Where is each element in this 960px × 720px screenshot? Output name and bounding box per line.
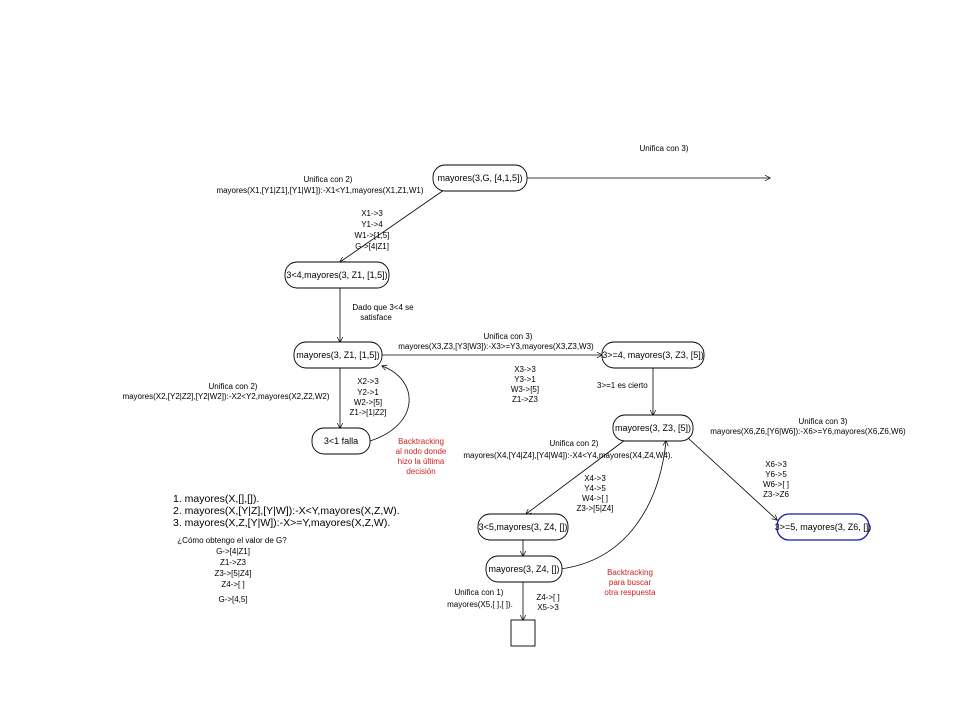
node-n6: mayores(3, Z4, []): [485, 555, 563, 583]
question-text: ¿Cómo obtengo el valor de G?: [177, 536, 287, 545]
node-n1: 3<4,mayores(3, Z1, [1,5]): [284, 261, 390, 289]
node-n2: mayores(3, Z1, [1,5]): [293, 341, 383, 369]
rule-line: 1. mayores(X,[],[]).: [173, 493, 259, 505]
bind3-line: X3->3: [514, 365, 536, 374]
node-n5: 3<5,mayores(3, Z4, []): [477, 513, 569, 541]
bind4-line: X4->3: [584, 474, 606, 483]
label-rule2-c: mayores(X2,[Y2|Z2],[Y2|W2]):-X2<Y2,mayor…: [122, 392, 329, 401]
rule-line: 3. mayores(X,Z,[Y|W]):-X>=Y,mayores(X,Z,…: [173, 517, 390, 529]
backtrack2-line: Backtracking: [607, 568, 653, 577]
derivation-steps: G->[4|Z1] Z1->Z3 Z3->[5|Z4] Z4->[ ] G->[…: [215, 547, 252, 604]
node-n4-label: mayores(3, Z3, [5]): [615, 423, 691, 433]
node-root: mayores(3,G, [4,1,5]): [432, 164, 528, 192]
label-dado-1: Dado que 3<4 se: [352, 303, 414, 312]
bind5-group: Z4->[ ] X5->3: [536, 593, 559, 612]
bind4-group: X4->3 Y4->5 W4->[ ] Z3->[5|Z4]: [577, 474, 614, 513]
label-unifica3-top: Unifica con 3): [640, 144, 689, 153]
node-n1-label: 3<4,mayores(3, Z1, [1,5]): [286, 270, 387, 280]
bind4-line: W4->[ ]: [582, 494, 608, 503]
node-n3-label: 3>=4, mayores(3, Z3, [5]): [602, 350, 704, 360]
derivation-line: Z4->[ ]: [221, 580, 244, 589]
backtrack2-line: otra respuesta: [604, 588, 656, 597]
bind3-line: Z1->Z3: [512, 395, 539, 404]
backtrack1-line: Backtracking: [398, 437, 444, 446]
label-unifica2-c: Unifica con 2): [209, 382, 258, 391]
bind1-line: X1->3: [361, 209, 383, 218]
bind1-line: G->[4|Z1]: [355, 242, 389, 251]
label-cierto: 3>=1 es cierto: [597, 381, 648, 390]
success-leaf-box: [510, 619, 536, 647]
bind3-line: W3->[5]: [511, 385, 539, 394]
bind5-line: X5->3: [537, 603, 559, 612]
backtrack2-line: para buscar: [609, 578, 652, 587]
derivation-line: G->[4,5]: [218, 595, 247, 604]
node-n7: 3>=5, mayores(3, Z6, []): [775, 513, 872, 541]
bind6-line: Y6->5: [765, 470, 787, 479]
label-rule2-a: mayores(X1,[Y1|Z1],[Y1|W1]):-X1<Y1,mayor…: [216, 186, 423, 195]
label-rule3-b: mayores(X3,Z3,[Y3|W3]):-X3>=Y3,mayores(X…: [398, 342, 594, 351]
bind3-group: X3->3 Y3->1 W3->[5] Z1->Z3: [511, 365, 539, 404]
node-n5-label: 3<5,mayores(3, Z4, []): [479, 522, 568, 532]
node-n7-label: 3>=5, mayores(3, Z6, []): [775, 522, 872, 532]
edge-n4-n5: [526, 439, 626, 514]
derivation-line: Z1->Z3: [220, 558, 247, 567]
bind6-line: X6->3: [765, 460, 787, 469]
label-unifica2-e: Unifica con 2): [550, 439, 599, 448]
node-n6-label: mayores(3, Z4, []): [488, 564, 559, 574]
backtrack1-group: Backtracking al nodo donde hizo la últim…: [396, 437, 447, 476]
label-rule3-d: mayores(X6,Z6,[Y6|W6]):-X6>=Y6,mayores(X…: [710, 427, 906, 436]
derivation-line: G->[4|Z1]: [216, 547, 250, 556]
node-n3: 3>=4, mayores(3, Z3, [5]): [601, 341, 705, 369]
bind2-line: Z1->[1|Z2]: [350, 408, 387, 417]
label-rule2-e: mayores(X4,[Y4|Z4],[Y4|W4]):-X4<Y4,mayor…: [463, 451, 672, 460]
backtrack1-line: decisión: [406, 467, 435, 476]
label-unifica3-d: Unifica con 3): [799, 417, 848, 426]
node-fail-label: 3<1 falla: [324, 436, 358, 446]
bind6-group: X6->3 Y6->5 W6->[ ] Z3->Z6: [763, 460, 790, 499]
derivation-line: Z3->[5|Z4]: [215, 569, 252, 578]
bind6-line: Z3->Z6: [763, 490, 790, 499]
node-n4: mayores(3, Z3, [5]): [612, 414, 694, 442]
label-rule1: mayores(X5,[ ],[ ]).: [447, 600, 513, 609]
label-unifica3-b: Unifica con 3): [484, 332, 533, 341]
backtrack1-line: al nodo donde: [396, 447, 447, 456]
bind2-line: Y2->1: [357, 388, 379, 397]
bind3-line: Y3->1: [514, 375, 536, 384]
rule-line: 2. mayores(X,[Y|Z],[Y|W]):-X<Y,mayores(X…: [173, 505, 400, 517]
bind1-group: X1->3 Y1->4 W1->[1,5] G->[4|Z1]: [355, 209, 390, 251]
edge-backtrack2: [559, 441, 666, 570]
bind4-line: Y4->5: [584, 484, 606, 493]
bind1-line: Y1->4: [361, 220, 383, 229]
bind2-line: W2->[5]: [354, 398, 382, 407]
bind6-line: W6->[ ]: [763, 480, 789, 489]
bind2-line: X2->3: [357, 377, 379, 386]
edge-backtrack1: [369, 366, 410, 442]
backtrack2-group: Backtracking para buscar otra respuesta: [604, 568, 656, 597]
program-rules: 1. mayores(X,[],[]). 2. mayores(X,[Y|Z],…: [173, 493, 400, 529]
bind2-group: X2->3 Y2->1 W2->[5] Z1->[1|Z2]: [350, 377, 387, 417]
bind5-line: Z4->[ ]: [536, 593, 559, 602]
edge-root-n1: [340, 189, 445, 262]
edge-n4-n7: [687, 437, 777, 520]
node-n2-label: mayores(3, Z1, [1,5]): [296, 350, 380, 360]
node-root-label: mayores(3,G, [4,1,5]): [437, 173, 522, 183]
label-unifica2-a: Unifica con 2): [304, 175, 353, 184]
backtrack1-line: hizo la última: [398, 457, 445, 466]
bind1-line: W1->[1,5]: [355, 231, 390, 240]
label-dado-2: satisface: [360, 313, 392, 322]
node-fail: 3<1 falla: [311, 427, 371, 455]
label-unifica1: Unifica con 1): [455, 588, 504, 597]
bind4-line: Z3->[5|Z4]: [577, 504, 614, 513]
